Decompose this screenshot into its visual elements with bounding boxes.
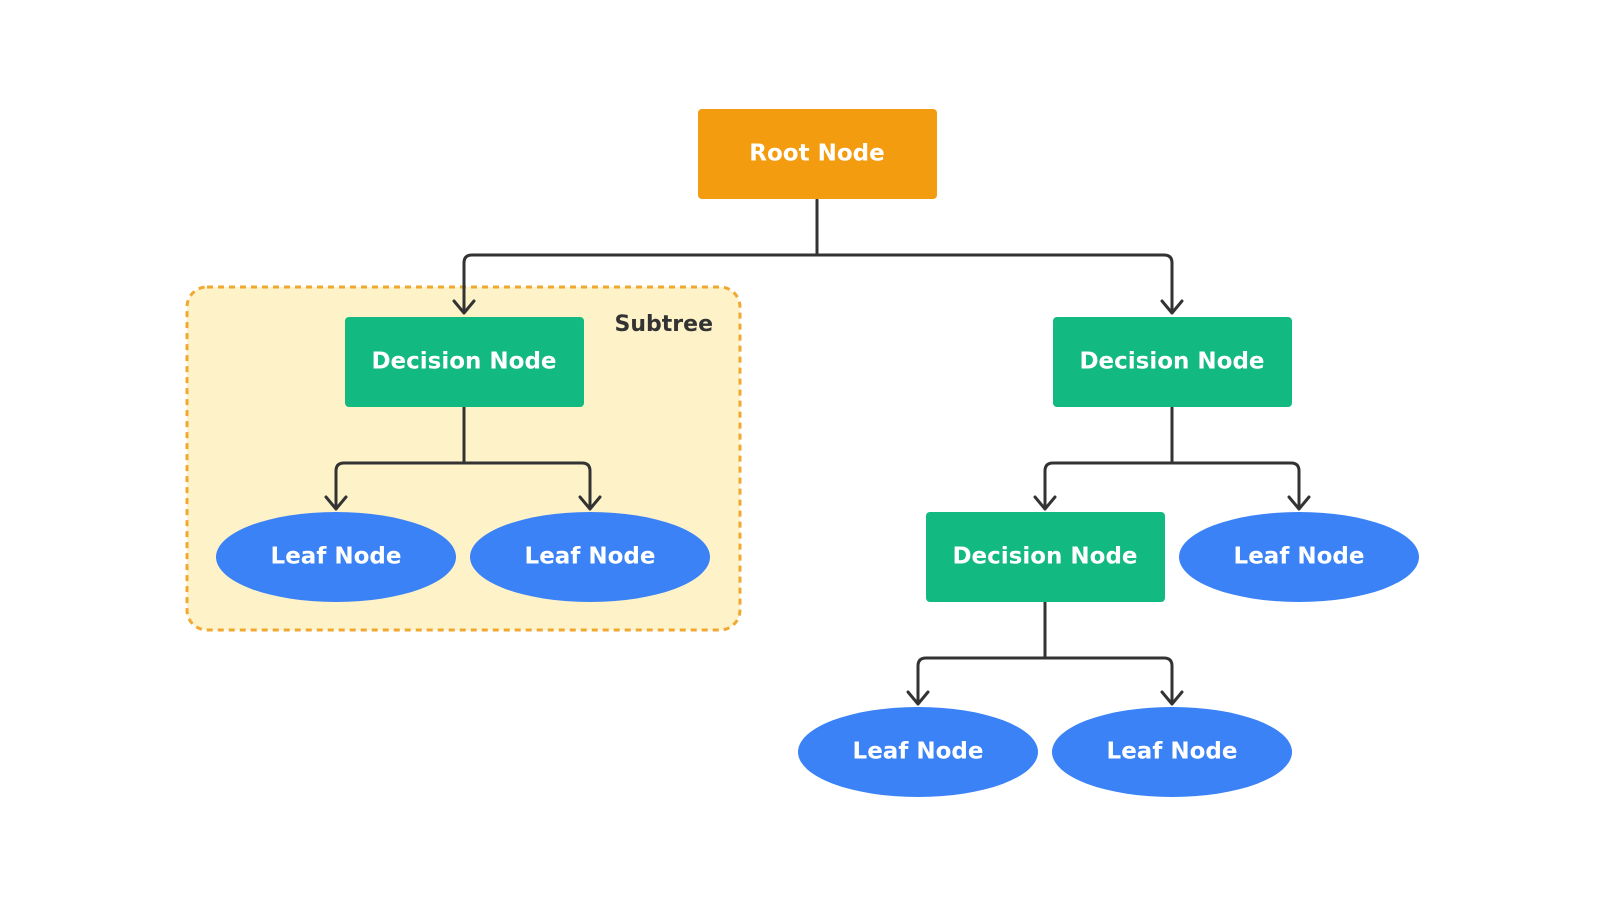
decision-node-left-shape (345, 317, 584, 407)
decision-node-right[interactable]: Decision Node (1053, 317, 1292, 407)
arrowhead-root-to-decision-left (452, 299, 476, 315)
edge-decision-left-to-leaf-2 (462, 461, 592, 510)
edge-decision-inner-to-leaf-4 (916, 599, 1047, 705)
leaf-node-1[interactable]: Leaf Node (216, 512, 456, 602)
edge-root-to-decision-left (462, 198, 819, 314)
leaf-node-5-shape (1052, 707, 1292, 797)
arrowhead-decision-right-to-decision-inner (1033, 495, 1057, 511)
decision-node-inner[interactable]: Decision Node (926, 512, 1165, 602)
leaf-node-3-label: Leaf Node (1234, 544, 1365, 570)
decision-node-inner-shape (926, 512, 1165, 602)
leaf-node-3-shape (1179, 512, 1419, 602)
edge-decision-inner-to-leaf-5 (1043, 656, 1174, 705)
leaf-node-4-label: Leaf Node (853, 739, 984, 765)
arrowhead-decision-right-to-leaf-3 (1287, 495, 1311, 511)
leaf-node-2[interactable]: Leaf Node (470, 512, 710, 602)
leaf-node-5-label: Leaf Node (1107, 739, 1238, 765)
arrowhead-root-to-decision-right (1160, 299, 1184, 315)
edges (324, 198, 1311, 706)
leaf-node-1-shape (216, 512, 456, 602)
root-node-shape (698, 109, 937, 199)
arrowhead-decision-inner-to-leaf-4 (906, 690, 930, 706)
root-node-label: Root Node (749, 141, 884, 167)
leaf-node-4[interactable]: Leaf Node (798, 707, 1038, 797)
arrowhead-decision-left-to-leaf-2 (578, 495, 602, 511)
decision-node-inner-label: Decision Node (952, 544, 1137, 570)
edge-decision-left-to-leaf-1 (334, 404, 466, 510)
leaf-node-3[interactable]: Leaf Node (1179, 512, 1419, 602)
decision-node-left[interactable]: Decision Node (345, 317, 584, 407)
leaf-node-5[interactable]: Leaf Node (1052, 707, 1292, 797)
root-node[interactable]: Root Node (698, 109, 937, 199)
decision-node-right-label: Decision Node (1079, 349, 1264, 375)
arrowhead-decision-inner-to-leaf-5 (1160, 690, 1184, 706)
decision-node-right-shape (1053, 317, 1292, 407)
edge-decision-right-to-decision-inner (1043, 404, 1174, 510)
leaf-node-2-shape (470, 512, 710, 602)
subtree-label: Subtree (615, 312, 713, 337)
edge-decision-right-to-leaf-3 (1170, 461, 1301, 510)
arrowhead-decision-left-to-leaf-1 (324, 495, 348, 511)
edge-root-to-decision-right (815, 253, 1174, 314)
leaf-node-2-label: Leaf Node (525, 544, 656, 570)
decision-node-left-label: Decision Node (371, 349, 556, 375)
leaf-node-1-label: Leaf Node (271, 544, 402, 570)
leaf-node-4-shape (798, 707, 1038, 797)
